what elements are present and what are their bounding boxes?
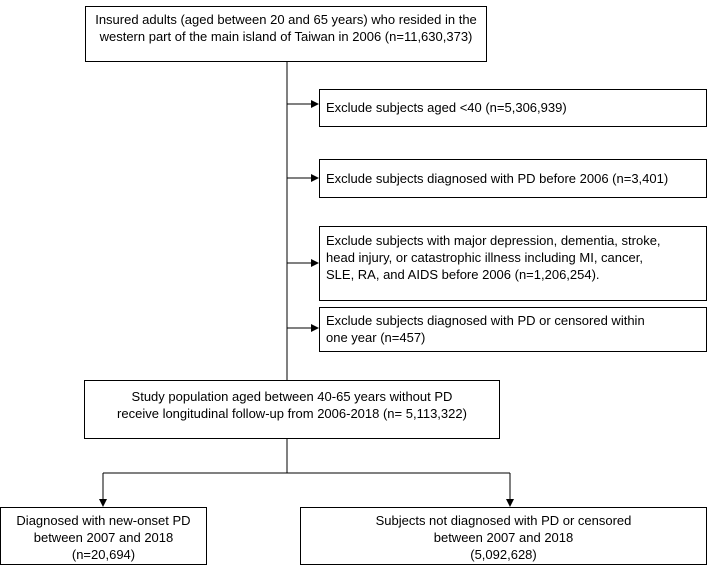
exclusion-box-age: Exclude subjects aged <40 (n=5,306,939) bbox=[319, 89, 707, 127]
outcome-pd-box: Diagnosed with new-onset PD between 2007… bbox=[0, 507, 207, 565]
outcome-no-pd-box: Subjects not diagnosed with PD or censor… bbox=[300, 507, 707, 565]
source-population-text: Insured adults (aged between 20 and 65 y… bbox=[95, 12, 477, 44]
exclusion-box-one-year: Exclude subjects diagnosed with PD or ce… bbox=[319, 307, 707, 352]
exclusion-text-comorbidities: Exclude subjects with major depression, … bbox=[326, 233, 661, 282]
study-population-text: Study population aged between 40-65 year… bbox=[117, 389, 467, 421]
exclusion-box-comorbidities: Exclude subjects with major depression, … bbox=[319, 226, 707, 301]
exclusion-text-age: Exclude subjects aged <40 (n=5,306,939) bbox=[326, 100, 567, 115]
exclusion-text-one-year: Exclude subjects diagnosed with PD or ce… bbox=[326, 313, 645, 345]
exclusion-box-prior-pd: Exclude subjects diagnosed with PD befor… bbox=[319, 159, 707, 198]
study-population-box: Study population aged between 40-65 year… bbox=[84, 380, 500, 439]
exclusion-text-prior-pd: Exclude subjects diagnosed with PD befor… bbox=[326, 171, 669, 186]
source-population-box: Insured adults (aged between 20 and 65 y… bbox=[85, 6, 487, 62]
outcome-no-pd-text: Subjects not diagnosed with PD or censor… bbox=[375, 513, 632, 562]
outcome-pd-text: Diagnosed with new-onset PD between 2007… bbox=[16, 513, 191, 562]
